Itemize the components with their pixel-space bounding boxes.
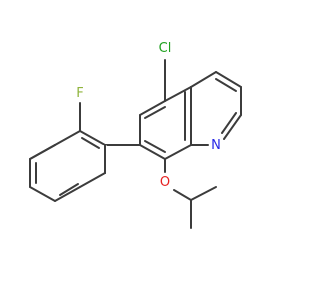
bond <box>190 71 217 88</box>
chlorine-label: Cl <box>159 41 172 56</box>
bond <box>54 130 81 146</box>
bond <box>215 71 242 88</box>
bond <box>54 186 81 202</box>
bond <box>223 114 242 140</box>
bond <box>164 144 192 160</box>
molecule-diagram: Cl F N O <box>29 41 242 229</box>
nitrogen-label: N <box>211 138 221 153</box>
bond <box>29 186 56 202</box>
bond <box>79 130 106 146</box>
bond <box>215 78 237 92</box>
bond <box>139 144 166 160</box>
bond <box>144 106 166 119</box>
bond <box>139 100 166 116</box>
fluorine-label: F <box>76 86 83 101</box>
bond <box>164 86 192 102</box>
oxygen-label: O <box>160 175 170 190</box>
bond <box>173 189 192 201</box>
bond <box>221 112 237 134</box>
bond <box>79 172 106 188</box>
structure-canvas: Cl F N O <box>29 41 242 229</box>
bond <box>144 140 166 153</box>
bond <box>190 186 217 201</box>
bond <box>29 144 56 160</box>
bond <box>59 183 79 196</box>
bond <box>81 137 100 149</box>
